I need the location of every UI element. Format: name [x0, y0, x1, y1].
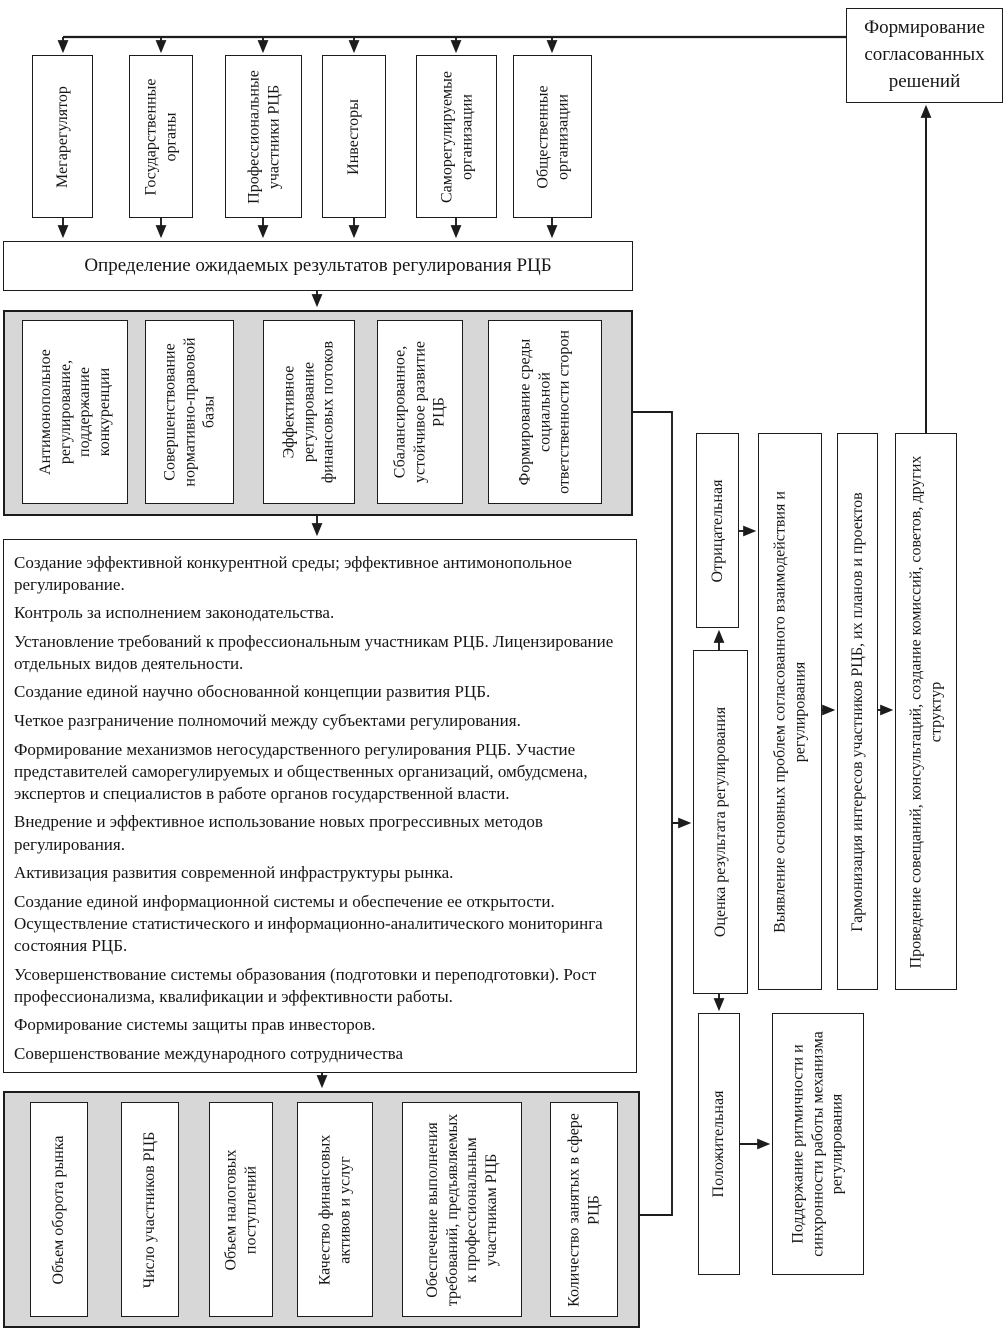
evaluation-assessment-label: Оценка результата регулирования — [711, 706, 729, 938]
direction-label: Совершенствование нормативно-правовой ба… — [161, 337, 218, 487]
direction-label: Эффективное регулирование финансовых пот… — [280, 340, 337, 484]
indicator-label: Объем оборота рынка — [50, 1135, 68, 1284]
evaluation-positive-label: Положительная — [710, 1090, 728, 1198]
expected-results-label: Определение ожидаемых результатов регули… — [84, 255, 552, 276]
subject-label: Государственные органы — [142, 78, 179, 195]
action-rhythm-box: Поддержание ритмичности и синхронности р… — [772, 1013, 864, 1275]
indicator-box-assets-quality: Качество финансовых активов и услуг — [297, 1102, 373, 1317]
action-problems-label: Выявление основных проблем согласованног… — [771, 490, 808, 933]
indicator-label: Число участников РЦБ — [141, 1131, 159, 1288]
indicator-box-market-turnover: Объем оборота рынка — [30, 1102, 88, 1317]
evaluation-positive-box: Положительная — [698, 1013, 740, 1275]
action-meetings-box: Проведение совещаний, консультаций, созд… — [895, 433, 957, 990]
direction-box-legal-base: Совершенствование нормативно-правовой ба… — [145, 320, 234, 504]
measure-item: Совершенствование международного сотрудн… — [14, 1043, 404, 1063]
indicator-box-employed-number: Количество занятых в сфере РЦБ — [550, 1102, 618, 1317]
expected-results-bar: Определение ожидаемых результатов регули… — [3, 241, 633, 291]
action-problems-box: Выявление основных проблем согласованног… — [758, 433, 822, 990]
subject-box-self-regulatory: Саморегулируемые организации — [416, 55, 497, 218]
subject-box-professional-participants: Профессиональные участники РЦБ — [225, 55, 302, 218]
coordinated-decisions-label: Формирование согласованных решений — [864, 17, 985, 92]
measure-item: Активизация развития современной инфраст… — [14, 863, 454, 883]
indicator-label: Обеспечение выполнения требований, предъ… — [423, 1113, 500, 1306]
subject-box-megaregulator: Мегарегулятор — [32, 55, 93, 218]
measure-item: Контроль за исполнением законодательства… — [14, 603, 335, 623]
measure-item: Усовершенствование системы образования (… — [14, 964, 597, 1006]
evaluation-assessment-box: Оценка результата регулирования — [693, 650, 748, 994]
action-rhythm-label: Поддержание ритмичности и синхронности р… — [789, 1031, 846, 1257]
direction-box-antimonopoly: Антимонопольное регулирование, поддержан… — [22, 320, 128, 504]
indicator-box-participants-number: Число участников РЦБ — [121, 1102, 179, 1317]
action-harmonization-box: Гармонизация интересов участников РЦБ, и… — [837, 433, 878, 990]
action-harmonization-label: Гармонизация интересов участников РЦБ, и… — [848, 491, 866, 932]
measure-item: Четкое разграничение полномочий между су… — [14, 711, 521, 731]
action-meetings-label: Проведение совещаний, консультаций, созд… — [907, 455, 944, 968]
indicator-box-requirements-compliance: Обеспечение выполнения требований, предъ… — [402, 1102, 522, 1317]
direction-label: Формирование среды социальной ответствен… — [516, 330, 573, 494]
direction-box-balanced-development: Сбалансированное, устойчивое развитие РЦ… — [377, 320, 463, 504]
measure-item: Формирование механизмов негосударственно… — [14, 739, 588, 803]
measure-item: Создание эффективной конкурентной среды;… — [14, 552, 572, 594]
subject-box-public-organizations: Общественные организации — [513, 55, 592, 218]
subject-label: Саморегулируемые организации — [437, 70, 475, 203]
subject-label: Профессиональные участники РЦБ — [244, 69, 282, 204]
subject-box-state-bodies: Государственные органы — [129, 55, 193, 218]
subject-box-investors: Инвесторы — [322, 55, 386, 218]
evaluation-negative-box: Отрицательная — [696, 433, 739, 628]
measure-item: Установление требований к профессиональн… — [14, 631, 614, 673]
indicator-label: Объем налоговых поступлений — [222, 1148, 259, 1271]
indicator-box-tax-revenues: Объем налоговых поступлений — [209, 1102, 273, 1317]
indicator-label: Количество занятых в сфере РЦБ — [565, 1112, 602, 1307]
regulation-measures-box: Создание эффективной конкурентной среды;… — [3, 539, 637, 1073]
direction-box-financial-flows: Эффективное регулирование финансовых пот… — [263, 320, 355, 504]
subject-label: Инвесторы — [345, 98, 363, 175]
subject-label: Мегарегулятор — [53, 85, 71, 188]
subject-label: Общественные организации — [533, 84, 571, 189]
measure-item: Создание единой информационной системы и… — [14, 891, 603, 955]
measure-item: Внедрение и эффективное использование но… — [14, 812, 543, 854]
direction-label: Сбалансированное, устойчивое развитие РЦ… — [391, 341, 448, 483]
coordinated-decisions-box: Формирование согласованных решений — [846, 8, 1003, 103]
indicator-label: Качество финансовых активов и услуг — [316, 1134, 353, 1285]
direction-box-social-responsibility: Формирование среды социальной ответствен… — [488, 320, 602, 504]
measure-item: Создание единой научно обоснованной конц… — [14, 682, 491, 702]
measure-item: Формирование системы защиты прав инвесто… — [14, 1015, 376, 1035]
direction-label: Антимонопольное регулирование, поддержан… — [36, 349, 113, 475]
evaluation-negative-label: Отрицательная — [708, 479, 726, 582]
